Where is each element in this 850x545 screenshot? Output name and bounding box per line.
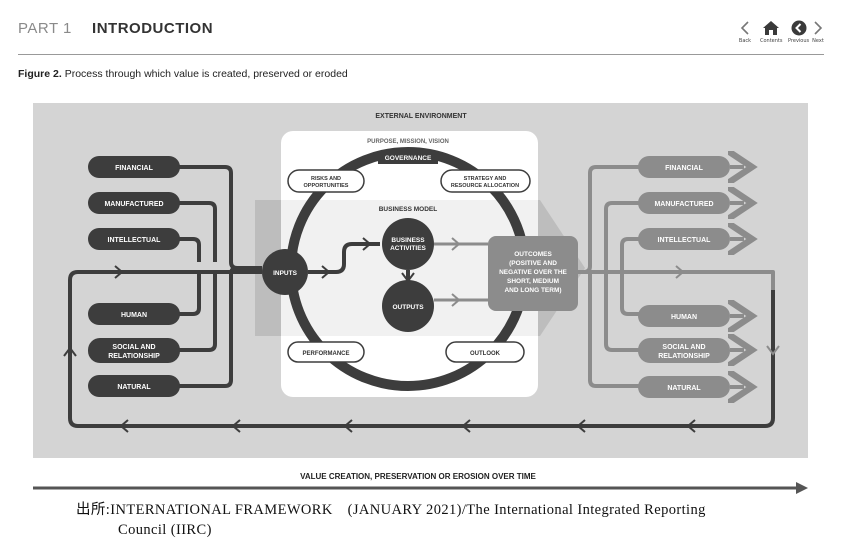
figure-label: Figure 2. xyxy=(18,68,62,80)
right-social-label-1: SOCIAL AND xyxy=(662,344,705,351)
left-human-pill xyxy=(88,303,180,325)
purpose-label: PURPOSE, MISSION, VISION xyxy=(367,139,449,145)
chevron-left-icon xyxy=(740,21,749,35)
right-human-pill xyxy=(638,305,730,327)
contents-label: Contents xyxy=(760,38,783,44)
inputs-arrow xyxy=(321,265,331,279)
home-icon xyxy=(763,21,780,35)
risks-line1: RISKS AND xyxy=(311,176,341,182)
right-flow-arrow xyxy=(675,265,685,279)
page-header: PART 1 INTRODUCTION xyxy=(18,20,213,37)
header-divider xyxy=(18,54,824,55)
outlook-label: OUTLOOK xyxy=(470,351,501,357)
source-citation: 出所:INTERNATIONAL FRAMEWORK (JANUARY 2021… xyxy=(76,500,816,540)
right-social-pill xyxy=(638,338,730,363)
left-manufactured-label: MANUFACTURED xyxy=(104,201,163,208)
left-financial-label: FINANCIAL xyxy=(115,165,153,172)
left-capitals: FINANCIAL MANUFACTURED INTELLECTUAL HUMA… xyxy=(88,156,180,397)
left-manufactured-pill xyxy=(88,192,180,214)
outcomes-line4: SHORT, MEDIUM xyxy=(507,278,559,285)
loop-bottom-arrows xyxy=(119,419,696,433)
loop-arrow-up xyxy=(63,346,77,357)
right-human-label: HUMAN xyxy=(671,314,697,321)
inputs-label: INPUTS xyxy=(273,270,298,277)
left-intellectual-label: INTELLECTUAL xyxy=(108,237,162,244)
outputs-outcome-arrow xyxy=(451,293,461,307)
governance-tab xyxy=(378,151,438,164)
left-social-label-2: RELATIONSHIP xyxy=(108,353,160,360)
left-natural-label: NATURAL xyxy=(117,384,151,391)
outcomes-line5: AND LONG TERM) xyxy=(504,287,561,294)
back-label: Back xyxy=(738,38,752,44)
back-button[interactable]: Back xyxy=(738,20,752,44)
strategy-pill xyxy=(440,169,531,193)
risks-line2: OPPORTUNITIES xyxy=(304,183,349,189)
left-social-pill xyxy=(88,338,180,363)
right-manufactured-label: MANUFACTURED xyxy=(654,201,713,208)
previous-button[interactable]: Previous xyxy=(788,20,809,44)
performance-pill xyxy=(287,341,365,363)
source-line1: 出所:INTERNATIONAL FRAMEWORK (JANUARY 2021… xyxy=(76,502,706,518)
risks-pill xyxy=(287,169,365,193)
figure-caption: Figure 2. Process through which value is… xyxy=(18,68,348,80)
strategy-line2: RESOURCE ALLOCATION xyxy=(451,183,519,189)
contents-button[interactable]: Contents xyxy=(760,20,783,44)
figure-caption-text: Process through which value is created, … xyxy=(64,68,348,80)
activities-line1: BUSINESS xyxy=(391,237,425,244)
outcomes-line2: (POSITIVE AND xyxy=(509,260,557,267)
outputs-label: OUTPUTS xyxy=(392,304,424,311)
left-social-label-1: SOCIAL AND xyxy=(112,344,155,351)
page-title: INTRODUCTION xyxy=(92,20,214,37)
right-manufactured-pill xyxy=(638,192,730,214)
chevron-right-icon xyxy=(814,21,823,35)
activities-arrow xyxy=(362,237,372,251)
right-natural-pill xyxy=(638,376,730,398)
next-label: Next xyxy=(812,38,824,44)
feedback-loop-line xyxy=(68,270,775,428)
business-model-label: BUSINESS MODEL xyxy=(379,206,438,213)
source-line2: Council (IIRC) xyxy=(118,522,212,538)
outputs-circle xyxy=(382,280,434,332)
right-capital-connectors xyxy=(578,165,775,388)
right-natural-label: NATURAL xyxy=(667,385,701,392)
activities-outcome-arrow xyxy=(451,237,461,251)
previous-label: Previous xyxy=(788,38,810,44)
business-activities-circle xyxy=(382,218,434,270)
part-label: PART 1 xyxy=(18,20,72,37)
timeline-label: VALUE CREATION, PRESERVATION OR EROSION … xyxy=(300,472,536,481)
outcomes-line1: OUTCOMES xyxy=(514,251,552,258)
left-human-label: HUMAN xyxy=(121,312,147,319)
loop-arrow-top xyxy=(114,265,124,279)
strategy-line1: STRATEGY AND xyxy=(464,176,507,182)
right-down-arrow xyxy=(766,345,780,356)
next-button[interactable]: Next xyxy=(811,20,825,44)
right-intellectual-pill xyxy=(638,228,730,250)
right-financial-pill xyxy=(638,156,730,178)
performance-label: PERFORMANCE xyxy=(302,351,349,357)
inputs-to-activities xyxy=(308,242,380,274)
left-natural-pill xyxy=(88,375,180,397)
right-intellectual-label: INTELLECTUAL xyxy=(658,237,712,244)
right-social-label-2: RELATIONSHIP xyxy=(658,353,710,360)
left-capital-connectors xyxy=(178,165,262,388)
governance-label: GOVERNANCE xyxy=(385,155,432,162)
external-environment-label: EXTERNAL ENVIRONMENT xyxy=(375,113,467,120)
inputs-circle xyxy=(262,249,308,295)
left-intellectual-pill xyxy=(88,228,180,250)
right-capitals: FINANCIAL MANUFACTURED INTELLECTUAL HUMA… xyxy=(638,156,744,398)
right-financial-label: FINANCIAL xyxy=(665,165,703,172)
outcomes-line3: NEGATIVE OVER THE xyxy=(499,269,567,276)
left-financial-pill xyxy=(88,156,180,178)
timeline-arrowhead xyxy=(796,482,808,494)
activities-line2: ACTIVITIES xyxy=(390,245,426,252)
outcomes-box xyxy=(488,236,578,311)
previous-circle-icon xyxy=(791,20,807,36)
outlook-pill xyxy=(445,341,525,363)
